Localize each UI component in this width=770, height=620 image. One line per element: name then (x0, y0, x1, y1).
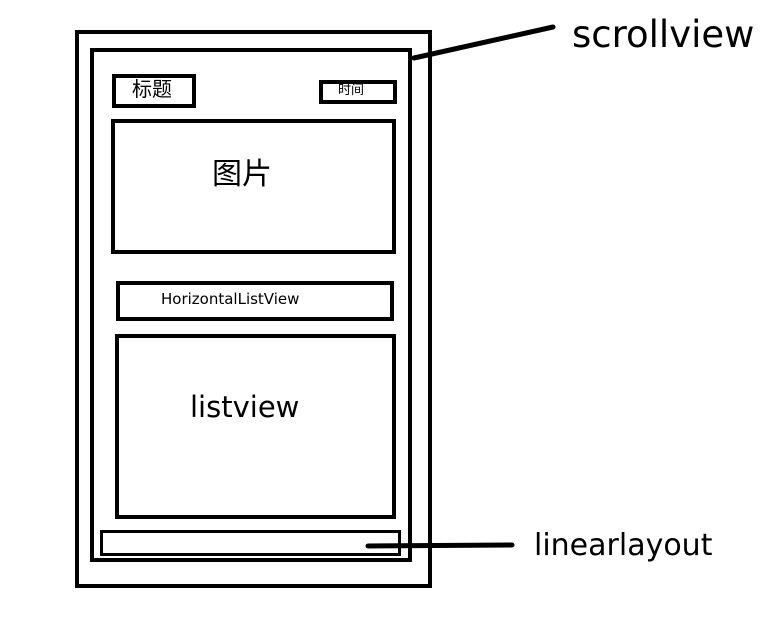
listview-label: listview (190, 390, 300, 424)
title-box (112, 74, 196, 108)
scrollview-callout-label: scrollview (572, 13, 755, 56)
horizontal-listview-label: HorizontalListView (161, 290, 300, 308)
linearlayout-box (100, 530, 401, 556)
title-label: 标题 (132, 77, 172, 101)
image-box (111, 119, 396, 254)
time-box (319, 80, 397, 104)
time-label: 时间 (338, 83, 365, 98)
linearlayout-callout-label: linearlayout (534, 528, 713, 563)
listview-box (115, 334, 396, 519)
scrollview-pointer-line (411, 24, 556, 61)
image-label: 图片 (212, 157, 272, 192)
horizontal-listview-box (116, 281, 394, 321)
linearlayout-pointer-line (365, 542, 515, 549)
